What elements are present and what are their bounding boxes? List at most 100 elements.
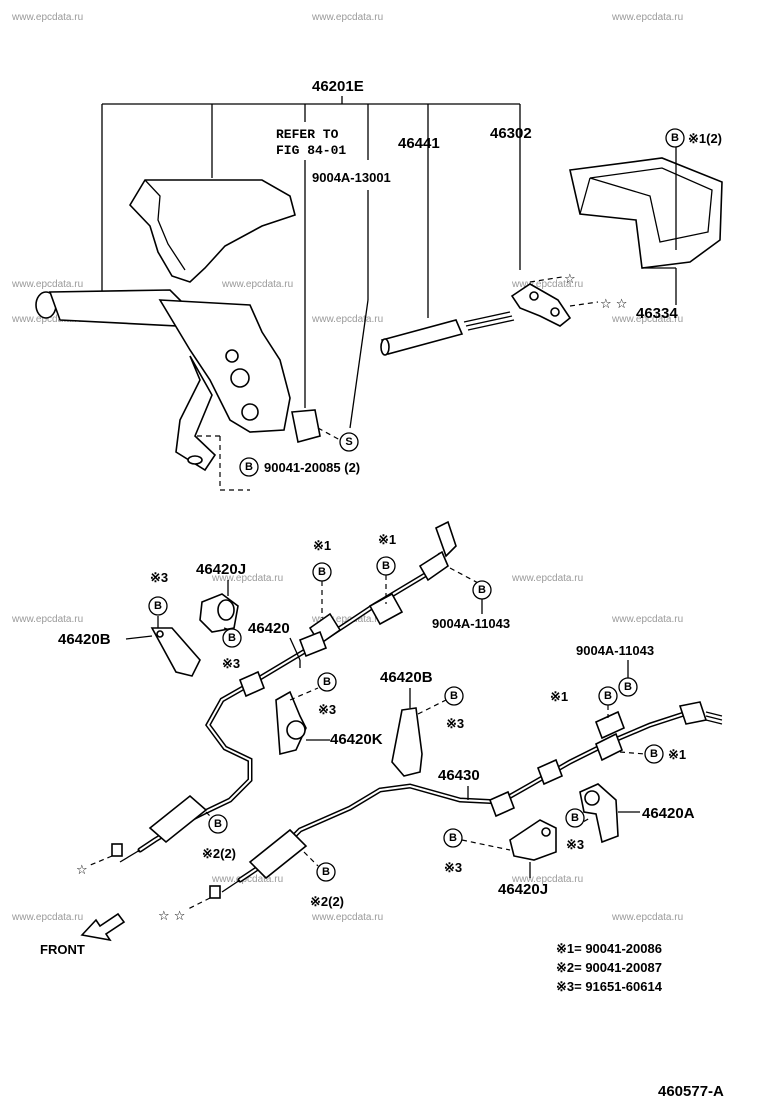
label-46430: 46430: [438, 767, 480, 784]
cable-clamp: [368, 592, 404, 626]
label-46420: 46420: [248, 620, 290, 637]
rear-cable-housing: [248, 828, 308, 880]
bolt-b-text: B: [322, 866, 330, 878]
bolt-b-text: B: [650, 748, 658, 760]
parking-lever: [35, 289, 291, 472]
bolt-b-icon: [222, 628, 242, 648]
note-1-2: ※1(2): [688, 131, 722, 146]
note-3: ※3: [446, 716, 464, 731]
lever-boot-cover: [129, 179, 296, 283]
bolt-b-icon: [239, 457, 259, 477]
bolt-b-icon: [565, 808, 585, 828]
bolt-b-icon: [444, 686, 464, 706]
note-1: ※1: [378, 532, 396, 547]
label-46334: 46334: [636, 305, 678, 322]
note-3: ※3: [444, 860, 462, 875]
bolt-b-text: B: [214, 818, 222, 830]
star-marker: ☆: [76, 863, 88, 878]
watermark: www.epcdata.ru: [221, 279, 293, 290]
watermark: www.epcdata.ru: [11, 12, 83, 23]
cable-end-fitting: [678, 701, 708, 725]
console-cover: [569, 157, 723, 269]
bolt-b-icon: [665, 128, 685, 148]
watermark: www.epcdata.ru: [611, 912, 683, 923]
cable-boot: [418, 550, 449, 582]
bolt-b-text: B: [245, 461, 253, 473]
label-9004A-11043-left: 9004A-11043: [432, 616, 510, 631]
lever-grip-rod: [380, 311, 515, 356]
legend-item: ※3= 91651-60614: [556, 979, 663, 994]
clamp-46420J-right: [509, 819, 557, 861]
label-46441: 46441: [398, 135, 440, 152]
cable-grommet: [536, 758, 564, 786]
label-46302: 46302: [490, 125, 532, 142]
cable-end-nipple: [209, 885, 221, 899]
watermark: www.epcdata.ru: [311, 12, 383, 23]
cable-bracket: [298, 630, 328, 658]
watermarks: www.epcdata.ru www.epcdata.ru www.epcdat…: [11, 12, 683, 923]
watermark: www.epcdata.ru: [511, 874, 583, 885]
label-9004A-13001: 9004A-13001: [312, 170, 391, 185]
bolt-b-text: B: [449, 832, 457, 844]
bolt-b-text: B: [154, 600, 162, 612]
note-2-2: ※2(2): [310, 894, 344, 909]
label-90041-20085: 90041-20085 (2): [264, 460, 360, 475]
bolt-b-text: B: [478, 584, 486, 596]
bolt-b-text: B: [450, 690, 458, 702]
label-46201E: 46201E: [312, 78, 364, 95]
bolt-b-text: B: [318, 566, 326, 578]
watermark: www.epcdata.ru: [211, 874, 283, 885]
note-1: ※1: [550, 689, 568, 704]
watermark: www.epcdata.ru: [611, 314, 683, 325]
label-refer-to: REFER TO: [276, 127, 339, 142]
label-refer-fig: FIG 84-01: [276, 143, 346, 158]
label-46420B-left: 46420B: [58, 631, 111, 648]
bolt-b-icon: [644, 744, 664, 764]
legend: ※1= 90041-20086 ※2= 90041-20087 ※3= 9165…: [556, 941, 663, 994]
bolt-b-text: B: [571, 812, 579, 824]
bolt-b-text: B: [228, 632, 236, 644]
note-3: ※3: [318, 702, 336, 717]
bolt-b-text: B: [671, 132, 679, 144]
note-1: ※1: [668, 747, 686, 762]
bolt-b-icon: [148, 596, 168, 616]
assembly-leader-lines: 46201E: [101, 78, 521, 429]
clamp-46420A: [579, 783, 619, 844]
cable-end-fitting: [435, 520, 457, 558]
clip-46420B-left: [150, 627, 201, 677]
note-3: ※3: [222, 656, 240, 671]
bolt-b-icon: [316, 862, 336, 882]
bolt-b-text: B: [323, 676, 331, 688]
star-marker: ☆: [564, 272, 576, 287]
s-marker-text: S: [345, 436, 352, 448]
cable-grommet: [238, 670, 266, 698]
label-46420B-mid: 46420B: [380, 669, 433, 686]
note-3: ※3: [150, 570, 168, 585]
label-46420J-right: 46420J: [498, 881, 548, 898]
watermark: www.epcdata.ru: [11, 614, 83, 625]
watermark: www.epcdata.ru: [511, 279, 583, 290]
label-front: FRONT: [40, 942, 85, 957]
cable-end-nipple: [111, 843, 123, 857]
watermark: www.epcdata.ru: [311, 314, 383, 325]
bolt-b-icon: [618, 677, 638, 697]
diagram-id: 460577-A: [658, 1083, 724, 1100]
front-arrow-icon: [80, 912, 126, 942]
watermark: www.epcdata.ru: [311, 912, 383, 923]
cable-equalizer: [510, 283, 572, 327]
bolt-b-icon: [443, 828, 463, 848]
star-marker: ☆ ☆: [600, 297, 627, 312]
legend-item: ※1= 90041-20086: [556, 941, 662, 956]
note-3: ※3: [566, 837, 584, 852]
watermark: www.epcdata.ru: [611, 614, 683, 625]
bolt-b-icon: [208, 814, 228, 834]
watermark: www.epcdata.ru: [11, 314, 83, 325]
label-46420J-left: 46420J: [196, 561, 246, 578]
bolt-b-text: B: [382, 560, 390, 572]
label-9004A-11043-right: 9004A-11043: [576, 643, 654, 658]
cable-grommet: [488, 790, 516, 818]
bolt-b-text: B: [624, 681, 632, 693]
watermark: www.epcdata.ru: [11, 279, 83, 290]
watermark: www.epcdata.ru: [311, 614, 383, 625]
